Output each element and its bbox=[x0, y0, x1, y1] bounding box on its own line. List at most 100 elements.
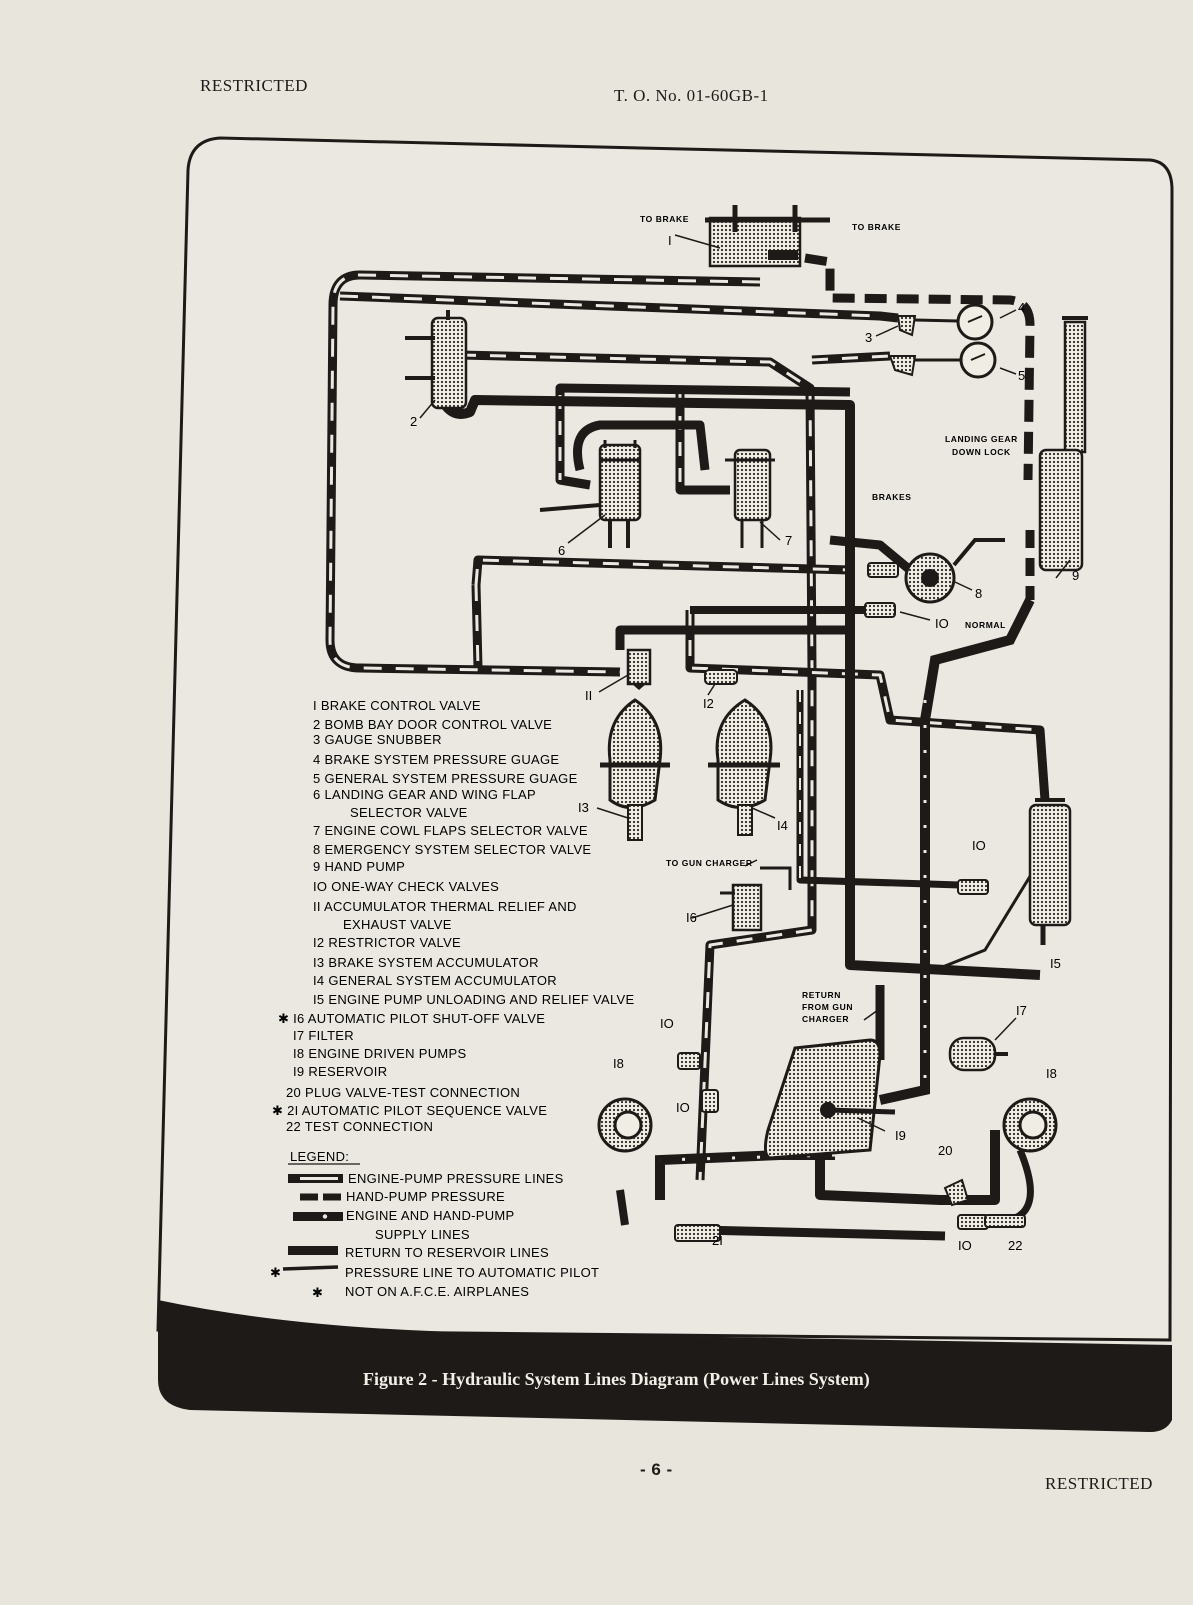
check-valve-upper-2 bbox=[864, 602, 896, 618]
engine-driven-pump-right bbox=[1002, 1097, 1058, 1153]
parts-item-5: 5 GENERAL SYSTEM PRESSURE GUAGE bbox=[313, 771, 578, 786]
callout-10: IO bbox=[935, 616, 949, 631]
label-from-gun: FROM GUN bbox=[802, 1002, 853, 1012]
callout-6: 6 bbox=[558, 543, 565, 558]
callout-8: 8 bbox=[975, 586, 982, 601]
label-to-brake-left: TO BRAKE bbox=[640, 214, 689, 224]
callout-18-left: I8 bbox=[613, 1056, 624, 1071]
autopilot-pressure-line bbox=[760, 859, 1042, 972]
callout-10-lower-mid: IO bbox=[676, 1100, 690, 1115]
label-charger: CHARGER bbox=[802, 1014, 849, 1024]
parts-list: I BRAKE CONTROL VALVE 2 BOMB BAY DOOR CO… bbox=[272, 698, 635, 1134]
hand-pump-pressure-lines bbox=[804, 253, 1035, 600]
parts-item-17: I7 FILTER bbox=[293, 1028, 354, 1043]
landing-gear-selector-valve bbox=[539, 440, 642, 548]
brake-system-accumulator bbox=[600, 698, 670, 841]
callout-17: I7 bbox=[1016, 1003, 1027, 1018]
label-landing-gear: LANDING GEAR bbox=[945, 434, 1018, 444]
general-system-accumulator bbox=[708, 698, 780, 836]
callout-15: I5 bbox=[1050, 956, 1061, 971]
check-valve-lower-left bbox=[677, 1052, 701, 1070]
header-restricted-left: RESTRICTED bbox=[200, 76, 308, 95]
brake-pressure-gauge bbox=[914, 303, 994, 341]
autopilot-shutoff-valve bbox=[720, 883, 763, 932]
hand-pump bbox=[1038, 316, 1088, 572]
page-number: - 6 - bbox=[640, 1460, 673, 1479]
legend-item-not-afce: NOT ON A.F.C.E. AIRPLANES bbox=[345, 1284, 529, 1299]
caption-band bbox=[158, 1300, 1172, 1432]
legend-item-hand-pump: HAND-PUMP PRESSURE bbox=[346, 1189, 505, 1204]
brake-control-valve bbox=[705, 205, 830, 268]
leader-lines bbox=[419, 234, 1071, 1132]
unloading-relief-valve bbox=[1028, 798, 1072, 945]
parts-item-9: 9 HAND PUMP bbox=[313, 859, 405, 874]
callout-10-lower-left: IO bbox=[660, 1016, 674, 1031]
label-to-brake-right: TO BRAKE bbox=[852, 222, 901, 232]
callout-18-right: I8 bbox=[1046, 1066, 1057, 1081]
parts-item-20: 20 PLUG VALVE-TEST CONNECTION bbox=[286, 1085, 520, 1100]
callout-5: 5 bbox=[1018, 368, 1025, 383]
parts-item-4: 4 BRAKE SYSTEM PRESSURE GUAGE bbox=[313, 752, 559, 767]
parts-item-14: I4 GENERAL SYSTEM ACCUMULATOR bbox=[313, 973, 557, 988]
parts-item-8: 8 EMERGENCY SYSTEM SELECTOR VALVE bbox=[313, 842, 591, 857]
figure-caption: Figure 2 - Hydraulic System Lines Diagra… bbox=[363, 1369, 870, 1390]
callout-21: 2I bbox=[712, 1233, 723, 1248]
legend-star-2: ✱ bbox=[312, 1285, 323, 1300]
callout-4: 4 bbox=[1018, 300, 1025, 315]
plug-valve-test-connection bbox=[943, 1178, 970, 1207]
parts-item-15: I5 ENGINE PUMP UNLOADING AND RELIEF VALV… bbox=[313, 992, 635, 1007]
callout-10-right: IO bbox=[972, 838, 986, 853]
label-return: RETURN bbox=[802, 990, 841, 1000]
thermal-relief-valve bbox=[626, 648, 652, 690]
label-normal: NORMAL bbox=[965, 620, 1006, 630]
figure-frame bbox=[156, 136, 1174, 1342]
header-document-number: T. O. No. 01-60GB-1 bbox=[614, 86, 769, 105]
test-connection bbox=[984, 1214, 1026, 1228]
label-to-gun-charger: TO GUN CHARGER bbox=[666, 858, 753, 868]
restrictor-valve bbox=[704, 669, 738, 685]
legend-swatch-return bbox=[288, 1246, 338, 1255]
parts-item-11: II ACCUMULATOR THERMAL RELIEF AND bbox=[313, 899, 577, 914]
filter bbox=[948, 1036, 1008, 1072]
parts-item-1: I BRAKE CONTROL VALVE bbox=[313, 698, 481, 713]
parts-item-6: 6 LANDING GEAR AND WING FLAP bbox=[313, 787, 536, 802]
footer-restricted-right: RESTRICTED bbox=[1045, 1474, 1153, 1493]
parts-item-21: ✱ 2I AUTOMATIC PILOT SEQUENCE VALVE bbox=[272, 1103, 547, 1118]
bomb-bay-door-valve bbox=[405, 310, 468, 410]
legend-swatch-autopilot bbox=[282, 1265, 339, 1271]
legend-item-supply: ENGINE AND HAND-PUMP bbox=[346, 1208, 515, 1223]
callout-16: I6 bbox=[686, 910, 697, 925]
engine-driven-pump-left bbox=[597, 1097, 653, 1153]
parts-item-7: 7 ENGINE COWL FLAPS SELECTOR VALVE bbox=[313, 823, 588, 838]
legend-item-return: RETURN TO RESERVOIR LINES bbox=[345, 1245, 549, 1260]
legend-star-1: ✱ bbox=[270, 1265, 281, 1280]
callout-7: 7 bbox=[785, 533, 792, 548]
callout-3: 3 bbox=[865, 330, 872, 345]
callout-14: I4 bbox=[777, 818, 788, 833]
parts-item-11b: EXHAUST VALVE bbox=[343, 917, 452, 932]
callout-20: 20 bbox=[938, 1143, 952, 1158]
callout-9: 9 bbox=[1072, 568, 1079, 583]
parts-item-13: I3 BRAKE SYSTEM ACCUMULATOR bbox=[313, 955, 539, 970]
callout-11: II bbox=[585, 688, 592, 703]
parts-item-12: I2 RESTRICTOR VALVE bbox=[313, 935, 461, 950]
legend-swatch-supply bbox=[293, 1212, 343, 1221]
autopilot-sequence-valve bbox=[674, 1224, 721, 1242]
engine-pump-pressure-lines bbox=[325, 270, 1050, 1181]
legend: LEGEND: ✱ ✱ ENGINE-PUMP PRESSURE LINES H… bbox=[270, 1149, 599, 1300]
parts-item-3: 3 GAUGE SNUBBER bbox=[313, 732, 442, 747]
parts-item-16: ✱ I6 AUTOMATIC PILOT SHUT-OFF VALVE bbox=[278, 1011, 545, 1026]
reservoir bbox=[763, 1038, 896, 1160]
legend-item-engine-pump: ENGINE-PUMP PRESSURE LINES bbox=[348, 1171, 564, 1186]
check-valve-right bbox=[957, 879, 989, 895]
callout-10-lower-right: IO bbox=[958, 1238, 972, 1253]
parts-item-10: IO ONE-WAY CHECK VALVES bbox=[313, 879, 499, 894]
callout-2: 2 bbox=[410, 414, 417, 429]
emergency-selector-valve bbox=[904, 538, 1005, 604]
callout-12: I2 bbox=[703, 696, 714, 711]
callout-1: I bbox=[668, 233, 672, 248]
check-valve-upper-1 bbox=[867, 562, 899, 578]
general-pressure-gauge bbox=[915, 341, 997, 379]
legend-item-autopilot: PRESSURE LINE TO AUTOMATIC PILOT bbox=[345, 1265, 599, 1280]
